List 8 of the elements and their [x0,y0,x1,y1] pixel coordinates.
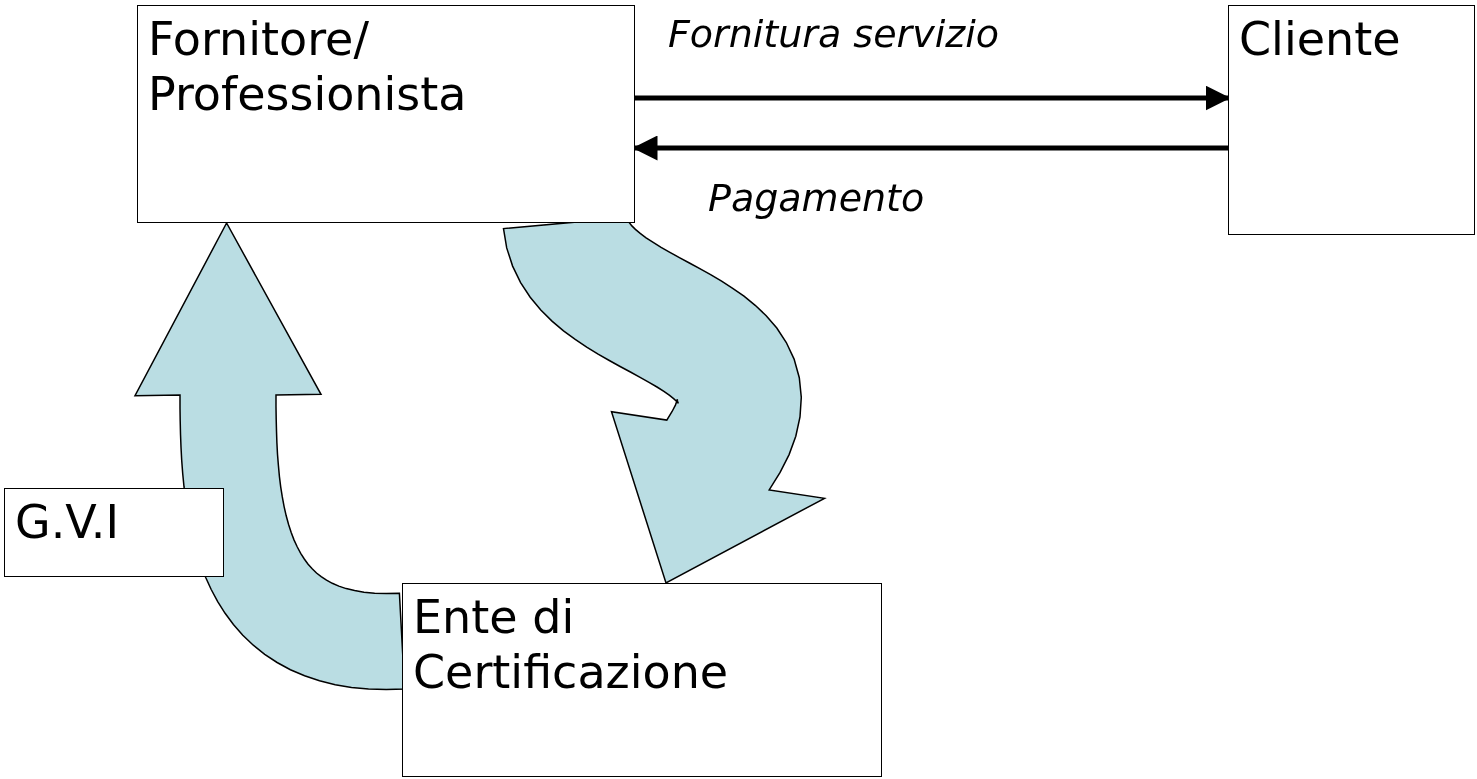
process-box [137,5,635,223]
node-text: Ente di Certificazione [413,590,730,701]
node-text: Cliente [1239,12,1401,68]
process-box [1228,5,1475,235]
process-box [402,583,882,777]
node-text: Fornitore/ Professionista [148,12,468,123]
node-text: G.V.I [15,495,119,551]
process-box [4,488,224,577]
